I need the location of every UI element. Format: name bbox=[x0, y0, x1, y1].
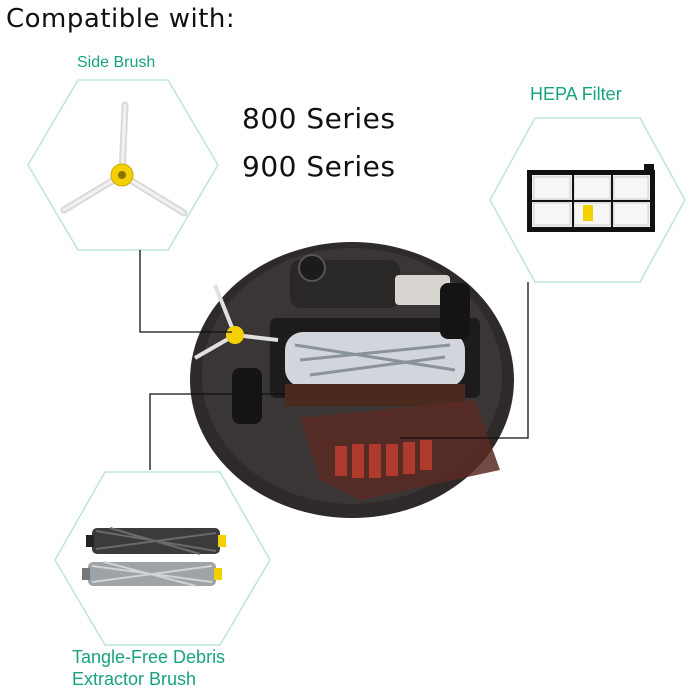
extractor-brush-icon bbox=[82, 527, 226, 587]
side-brush-leader-line bbox=[139, 250, 232, 333]
hepa-filter-icon bbox=[527, 164, 655, 232]
extractor-brush-label: Tangle-Free Debris Extractor Brush bbox=[72, 646, 225, 690]
robot-vacuum-image bbox=[190, 242, 514, 518]
extractor-brush-label-line2: Extractor Brush bbox=[72, 669, 197, 689]
series-800-label: 800 Series bbox=[242, 102, 396, 135]
page-title: Compatible with: bbox=[6, 4, 236, 34]
extractor-brush-label-line1: Tangle-Free Debris bbox=[72, 647, 226, 667]
side-brush-hexagon bbox=[27, 79, 219, 251]
side-brush-icon bbox=[60, 101, 188, 217]
extractor-brush-hexagon bbox=[54, 471, 271, 646]
hepa-filter-label: HEPA Filter bbox=[530, 84, 622, 104]
hepa-filter-leader-line bbox=[400, 282, 529, 439]
series-900-label: 900 Series bbox=[242, 150, 396, 183]
side-brush-label: Side Brush bbox=[77, 54, 156, 71]
extractor-brush-leader-line bbox=[149, 393, 285, 470]
hepa-filter-hexagon bbox=[489, 117, 686, 283]
